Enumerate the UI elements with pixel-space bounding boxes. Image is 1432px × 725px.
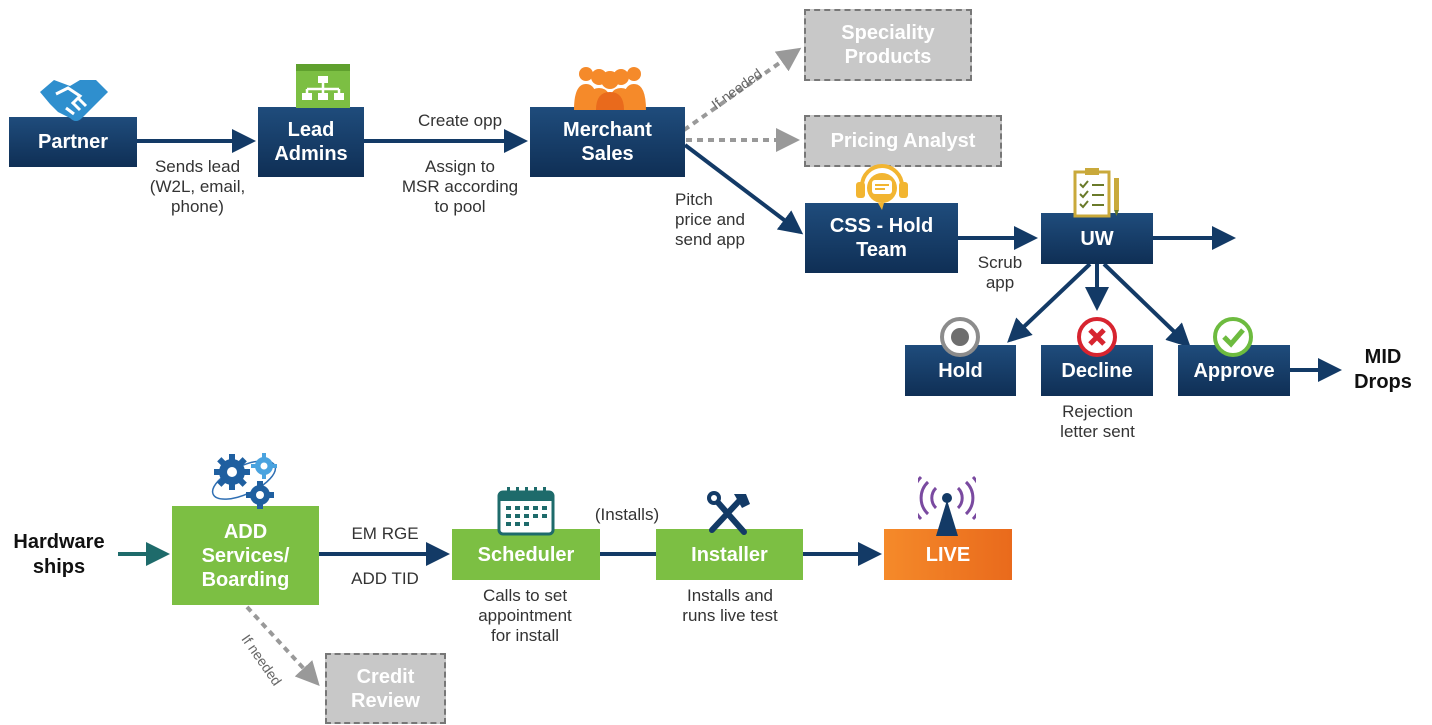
node-lead-admins: Lead Admins [258,107,364,177]
node-installer: Installer [656,529,803,580]
arrow-merchant-speciality [682,47,802,132]
headset-icon [856,164,908,210]
antenna-icon [918,475,976,536]
node-uw: UW [1041,213,1153,264]
calendar-icon [497,487,555,536]
label-calls: Calls to set appointment for install [478,586,572,645]
node-css-hold-team: CSS - Hold Team [805,203,958,273]
node-speciality-products: Speciality Products [804,9,972,81]
arrow-uw-hold [1007,262,1092,343]
arrow-merchant-css [683,143,804,235]
label-scrub: Scrub app [977,253,1023,292]
handshake-icon [40,80,108,121]
node-scheduler: Scheduler [452,529,600,580]
label-sends-lead: Sends lead (W2L, email, phone) [149,157,246,216]
node-merchant-sales: Merchant Sales [530,107,685,177]
approve-check-icon [1213,317,1253,357]
checklist-icon [1073,168,1119,218]
label-installs-runs: Installs and runs live test [682,586,778,625]
node-partner: Partner [9,117,137,167]
node-pricing-analyst: Pricing Analyst [804,115,1002,167]
node-mid-drops: MID Drops [1354,346,1412,393]
node-hardware-ships: Hardware ships [13,531,105,578]
label-create-opp: Create opp [417,111,503,130]
arrow-uw-approve [1102,262,1191,348]
gears-icon [211,453,277,509]
label-em-rge: EM RGE [351,524,419,543]
label-add-tid: ADD TID [351,569,419,588]
sitemap-icon [296,64,350,108]
node-live: LIVE [884,529,1012,580]
label-pitch: Pitch price and send app [675,190,745,249]
label-rejection: Rejection letter sent [1060,402,1135,441]
node-credit-review: Credit Review [325,653,446,724]
label-installs: (Installs) [594,505,660,524]
label-assign-msr: Assign to MSR according to pool [401,157,519,216]
team-icon [574,67,646,110]
hold-radio-icon [940,317,980,357]
node-add-services: ADD Services/ Boarding [172,506,319,605]
tools-icon [707,491,750,535]
decline-x-icon [1077,317,1117,357]
